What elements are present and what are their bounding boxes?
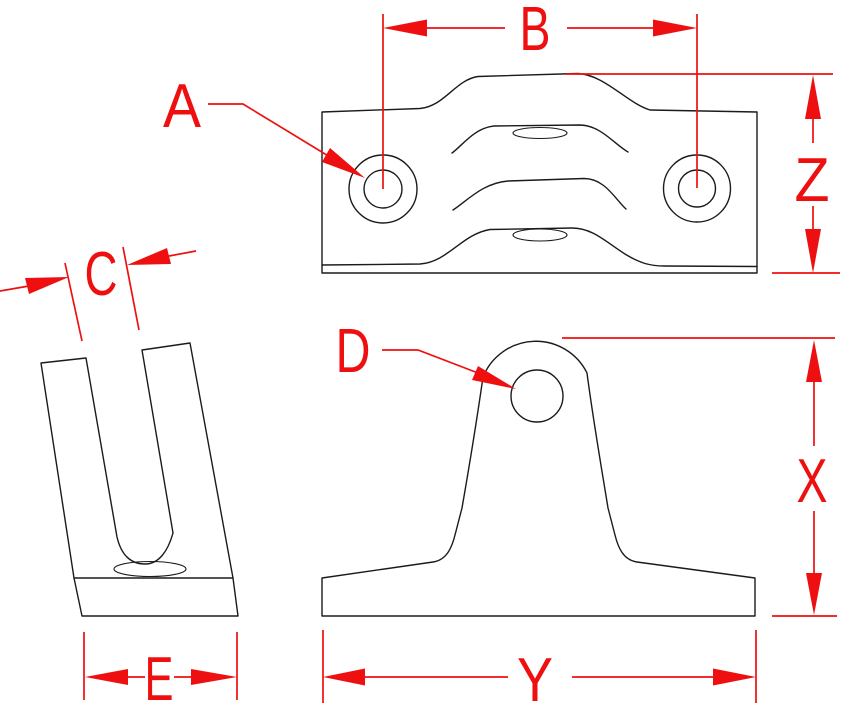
dim-y: Y (322, 630, 757, 705)
dim-z: Z (566, 73, 840, 274)
dim-c-arrow-right (127, 248, 171, 265)
dim-c-extension-right (122, 246, 140, 331)
dim-b: B (382, 0, 698, 189)
callout-a: A (163, 72, 365, 178)
side-view-outline (40, 342, 239, 617)
callout-a-leader (208, 103, 331, 158)
front-view (321, 340, 756, 617)
front-view-outline (321, 340, 756, 617)
dim-z-label: Z (795, 146, 830, 215)
top-view-upper-fold-line (451, 124, 629, 154)
dim-x-arrow-up (806, 340, 822, 382)
dim-b-arrow-right (653, 19, 697, 37)
callout-a-label: A (163, 72, 202, 141)
top-view-upper-slot (512, 126, 568, 140)
dim-z-arrow-down (805, 229, 821, 273)
callout-d: D (336, 317, 516, 389)
dim-x: X (562, 337, 837, 617)
callout-d-leader (382, 349, 479, 374)
dim-z-arrow-up (805, 75, 821, 119)
top-view-lower-slot (512, 228, 568, 242)
dim-c-arrow-left (25, 277, 69, 294)
side-view-slot-ellipse (113, 560, 187, 578)
dim-c: C (0, 240, 197, 342)
side-view (40, 342, 239, 617)
dim-y-arrow-right (713, 668, 756, 686)
callout-d-arrow (472, 366, 516, 389)
dim-y-arrow-left (323, 668, 365, 686)
pivot-hole (510, 369, 564, 423)
dim-b-arrow-left (383, 19, 427, 37)
dim-c-label: C (85, 240, 118, 309)
dim-e: E (83, 632, 238, 705)
dim-b-label: B (520, 0, 551, 64)
callout-a-arrow (322, 148, 365, 178)
top-view-middle-fold-line (452, 177, 627, 211)
dim-c-tail-right (168, 250, 197, 257)
dim-e-arrow-right (191, 669, 237, 685)
dim-x-label: X (797, 447, 828, 516)
top-view-bottom-fold-line (321, 227, 758, 268)
dim-e-arrow-left (85, 669, 128, 685)
callout-d-label: D (336, 317, 371, 386)
dim-y-label: Y (517, 646, 553, 705)
top-view-outline (321, 72, 758, 274)
dim-c-extension-left (64, 262, 83, 342)
dim-c-tail-left (0, 285, 30, 292)
top-view (321, 72, 758, 274)
dim-e-label: E (145, 645, 174, 705)
dim-x-arrow-down (806, 573, 822, 615)
